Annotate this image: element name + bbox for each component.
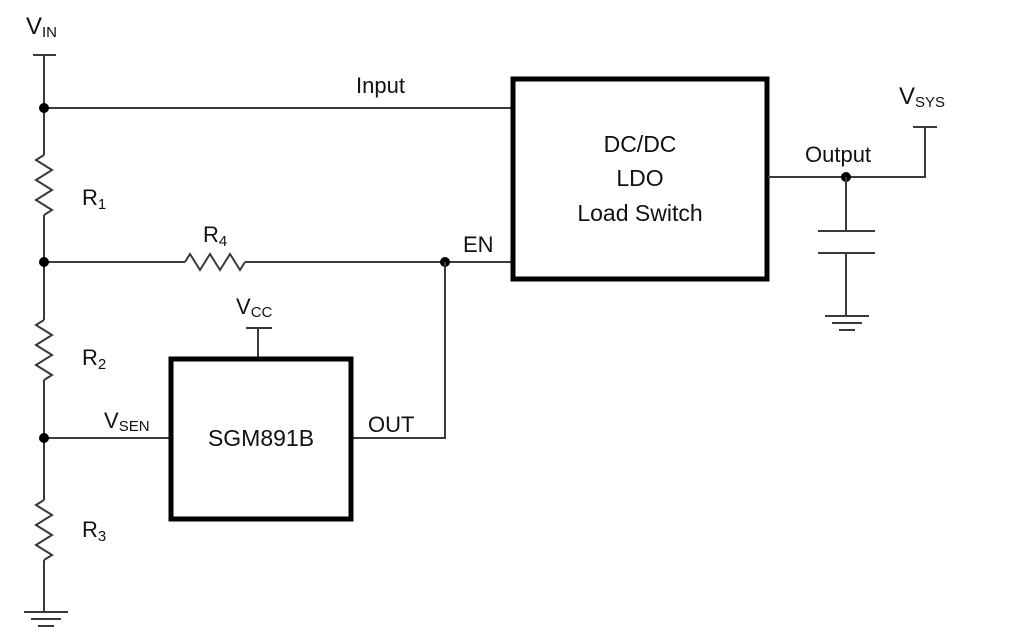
resistor-r4 [184, 252, 246, 272]
junction-input [39, 103, 49, 113]
ground-symbol-left [24, 611, 68, 627]
junction-r1-r2 [39, 257, 49, 267]
wire-output [768, 127, 926, 178]
resistor-r2 [34, 319, 54, 381]
out-net-label: OUT [368, 412, 414, 437]
vin-label: VIN [26, 13, 57, 41]
capacitor-output [818, 230, 875, 254]
vsys-label: VSYS [899, 83, 945, 111]
r2-label: R2 [82, 345, 106, 373]
junction-vsen [39, 433, 49, 443]
r3-label: R3 [82, 517, 106, 545]
r4-label: R4 [203, 222, 227, 250]
regulator-line-2: LDO [616, 165, 663, 191]
sgm891b-label: SGM891B [208, 425, 314, 451]
input-net-label: Input [356, 73, 405, 98]
resistor-r3 [34, 499, 54, 561]
ground-symbol-right [825, 315, 869, 331]
regulator-block [510, 76, 770, 282]
regulator-line-1: DC/DC [604, 131, 677, 157]
resistor-r1 [34, 154, 54, 216]
r1-label: R1 [82, 185, 106, 213]
vcc-label: VCC [236, 294, 273, 321]
en-net-label: EN [463, 232, 494, 257]
regulator-line-3: Load Switch [577, 200, 702, 226]
wire-out-en [352, 262, 446, 439]
output-net-label: Output [805, 142, 871, 167]
vsen-label: VSEN [104, 408, 150, 435]
sgm891b-block [168, 356, 354, 522]
